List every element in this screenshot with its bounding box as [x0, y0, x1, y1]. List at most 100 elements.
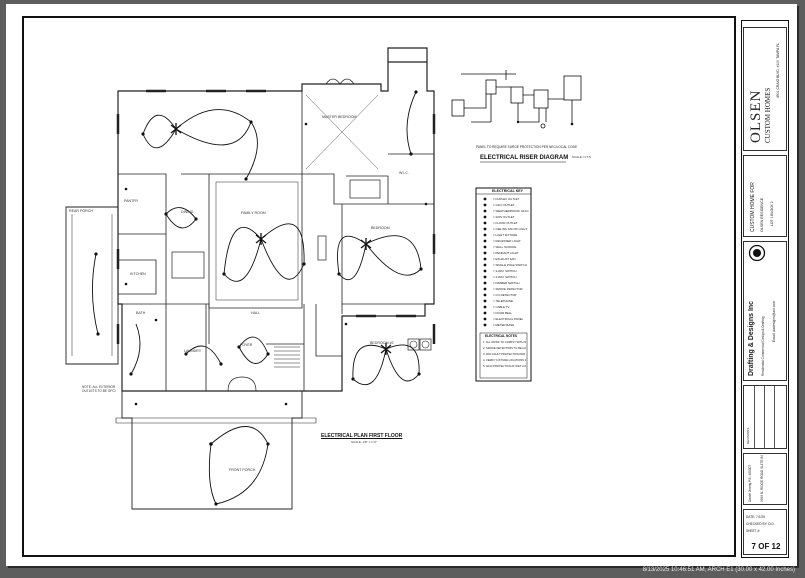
revisions-label: REVISIONS	[746, 427, 750, 444]
exterior-note: NOTE: ALL EXTERIOR OUTLETS TO BE GFCI	[82, 385, 116, 393]
legend-item: = 220V OUTLET	[493, 215, 515, 219]
legend-symbol-icon	[483, 251, 487, 255]
plan-scale: SCALE: 1/8" = 1'-0"	[351, 440, 378, 444]
note-item: 3. ARC FAULT PROTECTION PER CODE.	[483, 353, 526, 356]
legend-item: = PENDANT LIGHT	[493, 251, 519, 255]
room-laundry: LAUNDRY	[184, 349, 202, 353]
notes-title: ELECTRICAL NOTES	[485, 334, 517, 338]
legend-symbol-icon	[483, 233, 487, 237]
company-contact: 4901 CRAIG BLVD. #100 TAMPA FL	[776, 43, 780, 98]
legend-item: = METER BASE	[493, 323, 515, 327]
legend-list: = DUPLEX OUTLET = GFCI OUTLET = WEATHERPRO…	[493, 196, 529, 328]
legend-item: = CABLE TV	[493, 305, 510, 309]
revisions-cell: REVISIONS	[743, 385, 787, 449]
engineer-name: Daniel Jimmy P.E. #00007	[748, 464, 752, 502]
legend-symbol-icon	[483, 311, 487, 315]
engineer-cell: Daniel Jimmy P.E. #00007 9999 N. RIDGE R…	[743, 453, 787, 505]
legend-symbol-icon	[483, 215, 487, 219]
room-dining: DINING	[181, 210, 194, 214]
sheet-number: 7 OF 12	[751, 542, 781, 551]
legend-item: = RECESSED LIGHT	[493, 239, 521, 243]
room-master-bedroom: MASTER BEDROOM	[322, 115, 357, 119]
note-item: 1. ALL WORK TO COMPLY WITH NEC.	[483, 341, 526, 344]
riser-diagram	[451, 70, 582, 129]
legend-item: = EXHAUST FAN	[493, 257, 516, 261]
sheet-info-cell: DATE: 7/1/25 CHECKED BY: D.D. SHEET #: 7…	[743, 509, 787, 555]
note-item: 4. VERIFY FIXTURE LOCATIONS W/ OWNER.	[483, 359, 526, 362]
legend-item: = DOOR BELL	[493, 311, 513, 315]
room-kitchen: KITCHEN	[130, 272, 146, 276]
legend-box	[475, 187, 532, 382]
legend-symbol-icon	[483, 281, 487, 285]
legend-symbol-icon	[483, 203, 487, 207]
checked-label: CHECKED BY:	[746, 522, 768, 526]
room-rear-porch: REAR PORCH	[69, 209, 93, 213]
legend-item: = SINGLE POLE SWITCH	[493, 263, 527, 267]
company-logo-cell: OLSEN CUSTOM HOMES 4901 CRAIG BLVD. #100…	[743, 27, 787, 151]
legend-item: = 4-WAY SWITCH	[493, 275, 517, 279]
room-foyer: FOYER	[240, 343, 253, 347]
legend-item: = LIGHT FIXTURE	[493, 233, 518, 237]
designer-address: Residential Commercial Design & Drafting	[761, 316, 765, 376]
room-bath: BATH	[136, 311, 146, 315]
designer-cell: Drafting & Designs Inc Residential Comme…	[743, 241, 787, 381]
note-item: 2. SMOKE DETECTORS TO BE HARD WIRED.	[483, 347, 526, 350]
legend-item: = GFCI OUTLET	[493, 203, 515, 207]
legend-symbol-icon	[483, 209, 487, 213]
riser-note: PANEL TO REQUIRE SURGE PROTECTION PER NE…	[476, 145, 578, 149]
designer-name: Drafting & Designs Inc	[748, 300, 755, 376]
company-logo: OLSEN	[748, 89, 764, 143]
designer-logo-icon	[748, 244, 766, 262]
legend-title: ELECTRICAL KEY	[492, 189, 524, 193]
legend-item: = FLOOR OUTLET	[493, 221, 518, 225]
site-address: 9999 N. RIDGE ROAD SUITE 84	[760, 455, 764, 502]
legend-symbol-icon	[483, 239, 487, 243]
room-bedroom-2: BEDROOM	[371, 226, 390, 230]
legend-symbol-icon	[483, 305, 487, 309]
checked-value: D.D.	[768, 522, 775, 526]
legend-symbol-icon	[483, 245, 487, 249]
designer-email: Email: dadesigns@aol.com	[772, 300, 776, 342]
legend-symbol-icon	[483, 257, 487, 261]
legend-symbol-icon	[483, 323, 487, 327]
legend-symbol-icon	[483, 287, 487, 291]
legend-symbol-icon	[483, 275, 487, 279]
note-item: 5. GFCI PROTECTION AT WET LOCATIONS.	[483, 365, 526, 368]
room-porch: FRONT PORCH	[229, 468, 256, 472]
legend-item: = DIMMER SWITCH	[493, 281, 520, 285]
project-label: CUSTOM HOME FOR	[750, 182, 756, 232]
legend-item: = 3-WAY SWITCH	[493, 269, 517, 273]
room-family-room: FAMILY ROOM	[241, 211, 266, 215]
riser-scale: SCALE: N.T.S.	[572, 155, 592, 159]
drawing-sheet: MASTER BEDROOM FAMILY ROOM KITCHEN BEDRO…	[6, 4, 797, 566]
project-name: OLSEN RESIDENCE	[760, 197, 764, 232]
project-cell: CUSTOM HOME FOR OLSEN RESIDENCE LOT 1 BL…	[743, 155, 787, 237]
legend-item: = ELECTRICAL PANEL	[493, 317, 524, 321]
company-sub: CUSTOM HOMES	[764, 87, 772, 143]
legend-item: = CO DETECTOR	[493, 293, 517, 297]
legend-symbol-icon	[483, 269, 487, 273]
sheet-label: SHEET #:	[746, 529, 761, 533]
legend-item: = WEATHERPROOF GFCI OUTLET	[493, 209, 529, 213]
room-hall: HALL	[251, 311, 260, 315]
room-pantry: PANTRY	[124, 199, 139, 203]
legend-item: = DUPLEX OUTLET	[493, 197, 520, 201]
legend-item: = SMOKE DETECTOR	[493, 287, 523, 291]
date-label: DATE:	[746, 515, 756, 519]
plan-title: ELECTRICAL PLAN FIRST FLOOR	[321, 433, 403, 439]
legend-symbol-icon	[483, 197, 487, 201]
drawing-border	[22, 16, 736, 557]
project-lot: LOT 1 BLOCK 2	[770, 201, 774, 226]
legend-item: = TELEPHONE	[493, 299, 513, 303]
legend-item: = WALL SCONCE	[493, 245, 517, 249]
room-closet: W.I.C.	[399, 171, 409, 175]
legend-symbol-icon	[483, 263, 487, 267]
title-block: OLSEN CUSTOM HOMES 4901 CRAIG BLVD. #100…	[741, 20, 789, 558]
legend-symbol-icon	[483, 317, 487, 321]
notes-list: 1. ALL WORK TO COMPLY WITH NEC. 2. SMOKE …	[483, 340, 526, 370]
legend-symbol-icon	[483, 299, 487, 303]
room-bedroom-3: BEDROOM #2	[370, 341, 394, 345]
riser-title: ELECTRICAL RISER DIAGRAM	[480, 155, 569, 161]
legend-symbol-icon	[483, 227, 487, 231]
legend-item: = CEILING FAN W/ LIGHT	[493, 227, 528, 231]
